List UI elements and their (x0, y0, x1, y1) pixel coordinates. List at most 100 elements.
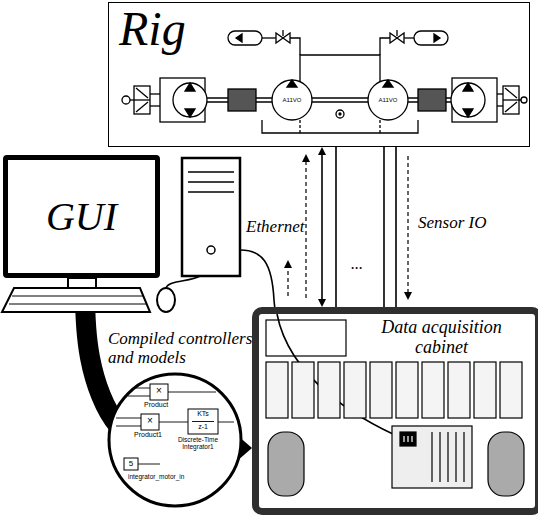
model-zoom (141, 414, 159, 430)
hydraulic-schematic (282, 30, 283, 36)
hydraulic-schematic (414, 31, 448, 45)
workstation (2, 288, 150, 312)
hydraulic-schematic (497, 93, 503, 94)
hydraulic-schematic (228, 89, 256, 111)
ethernet-cable (287, 262, 288, 296)
model-zoom (109, 374, 241, 506)
hydraulic-schematic (463, 109, 473, 117)
node-title: Rig (119, 3, 186, 56)
pc-tower (188, 171, 234, 173)
cabinet-interior (292, 362, 314, 418)
hydraulic-schematic (150, 105, 160, 106)
arrowhead (318, 299, 326, 307)
hydraulic-schematic (339, 113, 341, 115)
hydraulic-schematic (134, 86, 150, 114)
hydraulic-schematic (383, 80, 393, 87)
hydraulic-schematic (521, 97, 527, 103)
cabinet-interior (370, 362, 392, 418)
hydraulic-schematic (150, 93, 160, 94)
workstation (2, 276, 200, 312)
hydraulic-schematic (290, 38, 300, 55)
cabinet-interior (396, 362, 418, 418)
ethernet-cable (240, 250, 275, 310)
model-zoom (124, 458, 138, 470)
model-zoom (218, 422, 234, 423)
cabinet-interior (474, 362, 496, 418)
hydraulic-schematic (404, 37, 414, 38)
model-zoom (116, 418, 141, 419)
cabinet-interior (447, 432, 448, 482)
hydraulic-schematic (185, 83, 195, 91)
cable-label: Ethernet (246, 218, 305, 237)
pump-type: A11VO (280, 97, 304, 104)
workstation (12, 296, 143, 297)
block-value: 5 (124, 459, 138, 468)
cabinet-interior (392, 426, 472, 488)
pc-tower (188, 191, 234, 193)
workstation (157, 288, 175, 312)
hydraulic-schematic (136, 88, 148, 98)
model-zoom (124, 384, 218, 470)
model-zoom (109, 374, 241, 506)
connector (318, 147, 326, 307)
cabinet-interior (266, 320, 524, 496)
hydraulic-schematic (452, 78, 497, 122)
pc-tower (182, 158, 240, 276)
cabinet-interior (266, 362, 288, 418)
hydraulic-schematic (418, 89, 446, 111)
cabinet-interior (455, 432, 456, 482)
edge-label: Sensor IO (418, 214, 486, 233)
pc-tower (207, 246, 215, 254)
hydraulic-schematic (503, 86, 519, 114)
hydraulic-schematic (379, 120, 380, 133)
hydraulic-schematic (236, 34, 242, 42)
hydraulic-schematic (136, 102, 148, 112)
sensor-cables (306, 147, 408, 308)
block-name: Product (144, 401, 168, 409)
hydraulic-schematic (262, 120, 418, 133)
block-symbol: × (150, 385, 168, 397)
pc-tower (182, 158, 240, 276)
hydraulic-schematic (451, 83, 485, 117)
edge-label: Compiled controllers and models (108, 330, 258, 367)
hydraulic-schematic (396, 30, 397, 36)
hydraulic-schematic (228, 31, 262, 45)
model-zoom (188, 409, 218, 434)
cabinet-interior (318, 362, 340, 418)
cabinet-interior (448, 362, 470, 418)
hydraulic-schematic (122, 96, 130, 104)
workstation (166, 276, 200, 288)
model-zoom (138, 464, 160, 465)
hydraulic-schematic (262, 37, 276, 38)
ethernet-cable (240, 250, 404, 439)
cabinet-interior (439, 432, 440, 482)
hydraulic-schematic (503, 99, 519, 100)
cabinet: Data acquisition cabinet (252, 307, 538, 515)
cabinet-interior (400, 432, 416, 446)
hydraulic-schematic (505, 102, 517, 112)
model-zoom (116, 388, 234, 464)
node-title: GUI (46, 195, 117, 239)
sensor-cables (407, 156, 408, 298)
cabinet-interior (431, 432, 432, 482)
hydraulic-schematic (336, 110, 344, 118)
model-zoom (168, 392, 216, 393)
sensor-cables (383, 147, 385, 308)
model-zoom (150, 384, 168, 400)
model-zoom (116, 426, 141, 427)
connector-line (321, 154, 323, 300)
block-symbol: z-1 (188, 423, 218, 431)
cabinet-interior (463, 432, 464, 482)
sensor-cables (335, 147, 337, 308)
block-name: integrator_motor_in (128, 473, 184, 480)
pc-tower (188, 181, 234, 183)
ellipsis: ... (351, 255, 363, 273)
cabinet-interior (411, 436, 412, 442)
cabinet-interior (488, 432, 524, 496)
hydraulic-schematic (497, 105, 503, 106)
hydraulic-schematic (463, 83, 473, 91)
sensor-cables (305, 156, 306, 298)
block-symbol: × (141, 415, 159, 427)
hydraulic-schematic (380, 38, 390, 55)
hydraulic-schematic (299, 120, 300, 133)
